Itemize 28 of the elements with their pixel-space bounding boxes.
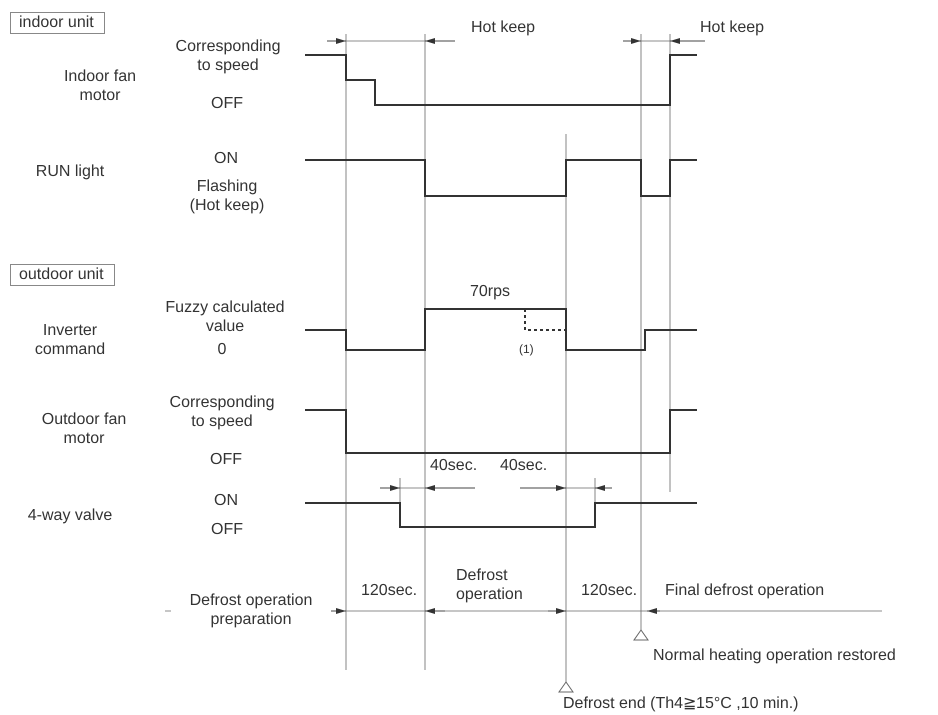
- state-label: ON: [214, 491, 238, 510]
- state-label: Fuzzy calculated value: [164, 298, 286, 336]
- signal-name: Inverter command: [34, 321, 106, 359]
- dimension-label: Hot keep: [471, 18, 536, 37]
- state-label: Corresponding to speed: [168, 393, 276, 431]
- dimension-label: 40sec.: [430, 456, 478, 475]
- dimension-label: 40sec.: [500, 456, 548, 475]
- state-label: Corresponding to speed: [174, 37, 282, 75]
- section-label-box: indoor unit: [10, 12, 105, 34]
- event-label: Normal heating operation restored: [653, 646, 896, 665]
- state-label: 0: [218, 340, 226, 359]
- state-label: OFF: [210, 450, 242, 469]
- state-label: Flashing (Hot keep): [188, 177, 266, 215]
- phase-label: Defrost operation preparation: [171, 591, 331, 629]
- dimension-label: 120sec.: [361, 581, 418, 600]
- note-marker: (1): [519, 341, 534, 358]
- state-label: OFF: [211, 94, 243, 113]
- value-label: 70rps: [470, 282, 510, 301]
- signal-name: Outdoor fan motor: [40, 410, 128, 448]
- state-label: ON: [214, 149, 238, 168]
- signal-name: 4-way valve: [28, 506, 112, 525]
- dimension-label: Hot keep: [700, 18, 764, 37]
- dimension-label: 120sec.: [581, 581, 638, 600]
- phase-label: Final defrost operation: [665, 581, 824, 600]
- signal-name: Indoor fan motor: [62, 67, 138, 105]
- section-label-box: outdoor unit: [10, 264, 115, 286]
- state-label: OFF: [211, 520, 243, 539]
- signal-name: RUN light: [36, 162, 104, 181]
